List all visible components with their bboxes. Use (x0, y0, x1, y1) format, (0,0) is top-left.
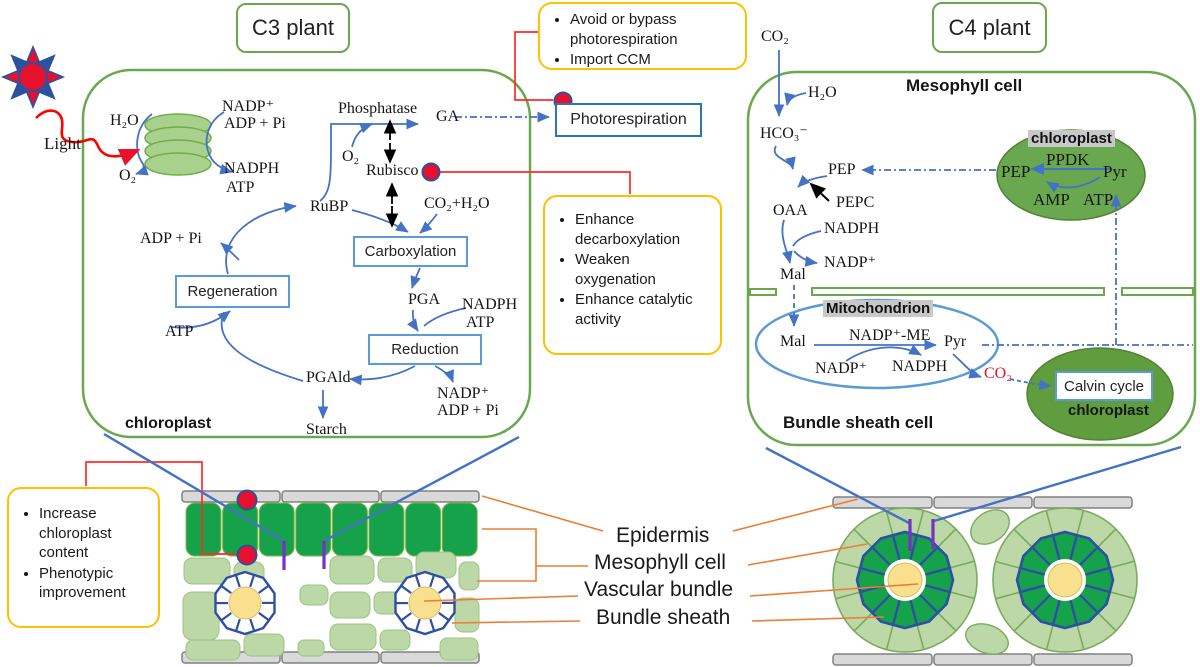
co2-h2o-label: CO₂+H₂O (424, 195, 490, 212)
c3-chloroplast-label: chloroplast (125, 415, 212, 432)
mal-label: Mal (780, 266, 806, 283)
c4-nadph-label: NADPH (824, 220, 880, 237)
c4-nadp-label: NADP⁺ (824, 254, 877, 271)
c4-h2o-label: H₂O (808, 84, 837, 101)
zoom-funnel-lines (103, 432, 1182, 543)
pgald-label: PGAld (306, 369, 351, 386)
light-ray-arrow (35, 109, 141, 166)
anatomy-label-lines (423, 495, 919, 624)
chl-atp-label: ATP (1083, 190, 1114, 209)
c3-black-arrows (383, 119, 399, 228)
c3-leaf-cross-section (181, 490, 480, 664)
callout-bottom: Increase chloroplast content Phenotypic … (7, 487, 160, 628)
o2-cycle-label: O₂ (342, 148, 360, 165)
nadph-cycle-label: NADPH (462, 296, 518, 313)
red-connectors (85, 31, 631, 555)
ga-label: GA (436, 108, 460, 125)
pepc-label: PEPC (836, 194, 875, 211)
callout-item: Increase chloroplast content (39, 504, 152, 563)
rubp-label: RuBP (310, 198, 349, 215)
c4-cell-wall (749, 287, 1194, 296)
nadph-label: NADPH (224, 160, 280, 177)
bundle-sheath-label: Bundle sheath (596, 606, 731, 629)
callout-item: Avoid or bypass photorespiration (570, 10, 739, 49)
chl-pep-label: PEP (1001, 162, 1031, 181)
purple-chloroplast-markers (282, 519, 935, 570)
adp-pi-label: ADP + Pi (224, 115, 286, 132)
o2-label: O₂ (119, 167, 137, 184)
epidermis-label: Epidermis (616, 524, 710, 547)
mitochondrion-tag: Mitochondrion (823, 300, 934, 317)
mesophyll-cell-label: Mesophyll cell (906, 76, 1023, 95)
c4-leaf-cross-section (832, 496, 1138, 666)
c3-chloroplast-outline (81, 68, 532, 439)
callout-item: Enhance catalytic activity (575, 290, 714, 329)
calvin-cycle-box: Calvin cycle (1055, 371, 1153, 401)
reduction-box: Reduction (368, 334, 482, 365)
oaa-label: OAA (773, 202, 808, 219)
c3-arrows (135, 111, 550, 419)
rubisco-label: Rubisco (366, 162, 419, 179)
c3-vascular-bundle-wheel (214, 570, 276, 636)
mito-nadph-label: NADPH (892, 358, 948, 375)
chl-pyr-label: Pyr (1103, 162, 1127, 181)
c3-palisade-cells (185, 502, 478, 557)
ppdk-label: PPDK (1046, 150, 1090, 169)
atp-regen-label: ATP (165, 323, 194, 340)
carboxylation-box: Carboxylation (353, 236, 468, 267)
callout-middle: Enhance decarboxylation Weaken oxygenati… (543, 195, 722, 355)
pepc-arrow (809, 182, 830, 202)
c4-filler-cells (965, 509, 1010, 655)
hco3-label: HCO₃⁻ (760, 125, 808, 142)
adp-pi-regen-label: ADP + Pi (140, 230, 202, 247)
c4-kranz-wheel (832, 507, 978, 653)
nadp-out-label: NADP⁺ (437, 385, 490, 402)
pga-label: PGA (408, 291, 441, 308)
bs-chloroplast-label: chloroplast (1068, 402, 1149, 419)
regeneration-box: Regeneration (175, 275, 290, 308)
mesophyll-chloroplast-tag: chloroplast (1028, 130, 1115, 147)
light-label: Light (44, 134, 81, 153)
atp-label: ATP (226, 179, 255, 196)
callout-item: Enhance decarboxylation (575, 210, 714, 249)
co2-release-label: CO₂ (984, 365, 1012, 382)
photorespiration-box: Photorespiration (555, 103, 702, 137)
red-dot-markers (236, 91, 573, 566)
thylakoid-icon (144, 113, 212, 176)
callout-item: Phenotypic improvement (39, 564, 152, 603)
mito-mal-label: Mal (780, 333, 806, 350)
callout-item: Import CCM (570, 50, 739, 70)
c3-title: C3 plant (236, 3, 350, 53)
c4-arrows (773, 50, 1193, 391)
nadp-me-label: NADP⁺-ME (849, 327, 931, 344)
leaf-dot-2 (236, 544, 258, 566)
pep-label: PEP (828, 161, 856, 178)
rubisco-dot (421, 162, 441, 182)
leaf-dot-1 (236, 489, 258, 511)
phosphatase-label: Phosphatase (338, 100, 418, 117)
c4-title: C4 plant (932, 2, 1047, 53)
mito-pyr-label: Pyr (944, 333, 967, 350)
sun-icon (0, 44, 66, 110)
h2o-label: H₂O (110, 112, 139, 129)
mesophyll-anat-label: Mesophyll cell (594, 551, 726, 574)
c4-co2-label: CO₂ (761, 28, 789, 45)
c3-vascular-bundle-wheel-2 (394, 570, 456, 636)
callout-item: Weaken oxygenation (575, 250, 714, 289)
amp-label: AMP (1033, 190, 1070, 209)
c3-spongy-cells (182, 551, 480, 661)
mito-nadp-label: NADP⁺ (815, 360, 868, 377)
c4-kranz-wheel-2 (992, 507, 1138, 653)
adp-pi-out-label: ADP + Pi (437, 402, 499, 419)
bundle-sheath-cell-label: Bundle sheath cell (783, 413, 934, 432)
c4-cell-outline (746, 70, 1197, 447)
callout-top: Avoid or bypass photorespiration Import … (538, 2, 747, 70)
starch-label: Starch (306, 421, 347, 438)
nadp-label: NADP⁺ (222, 98, 275, 115)
atp-cycle-label: ATP (466, 314, 495, 331)
vascular-bundle-label: Vascular bundle (584, 578, 734, 601)
